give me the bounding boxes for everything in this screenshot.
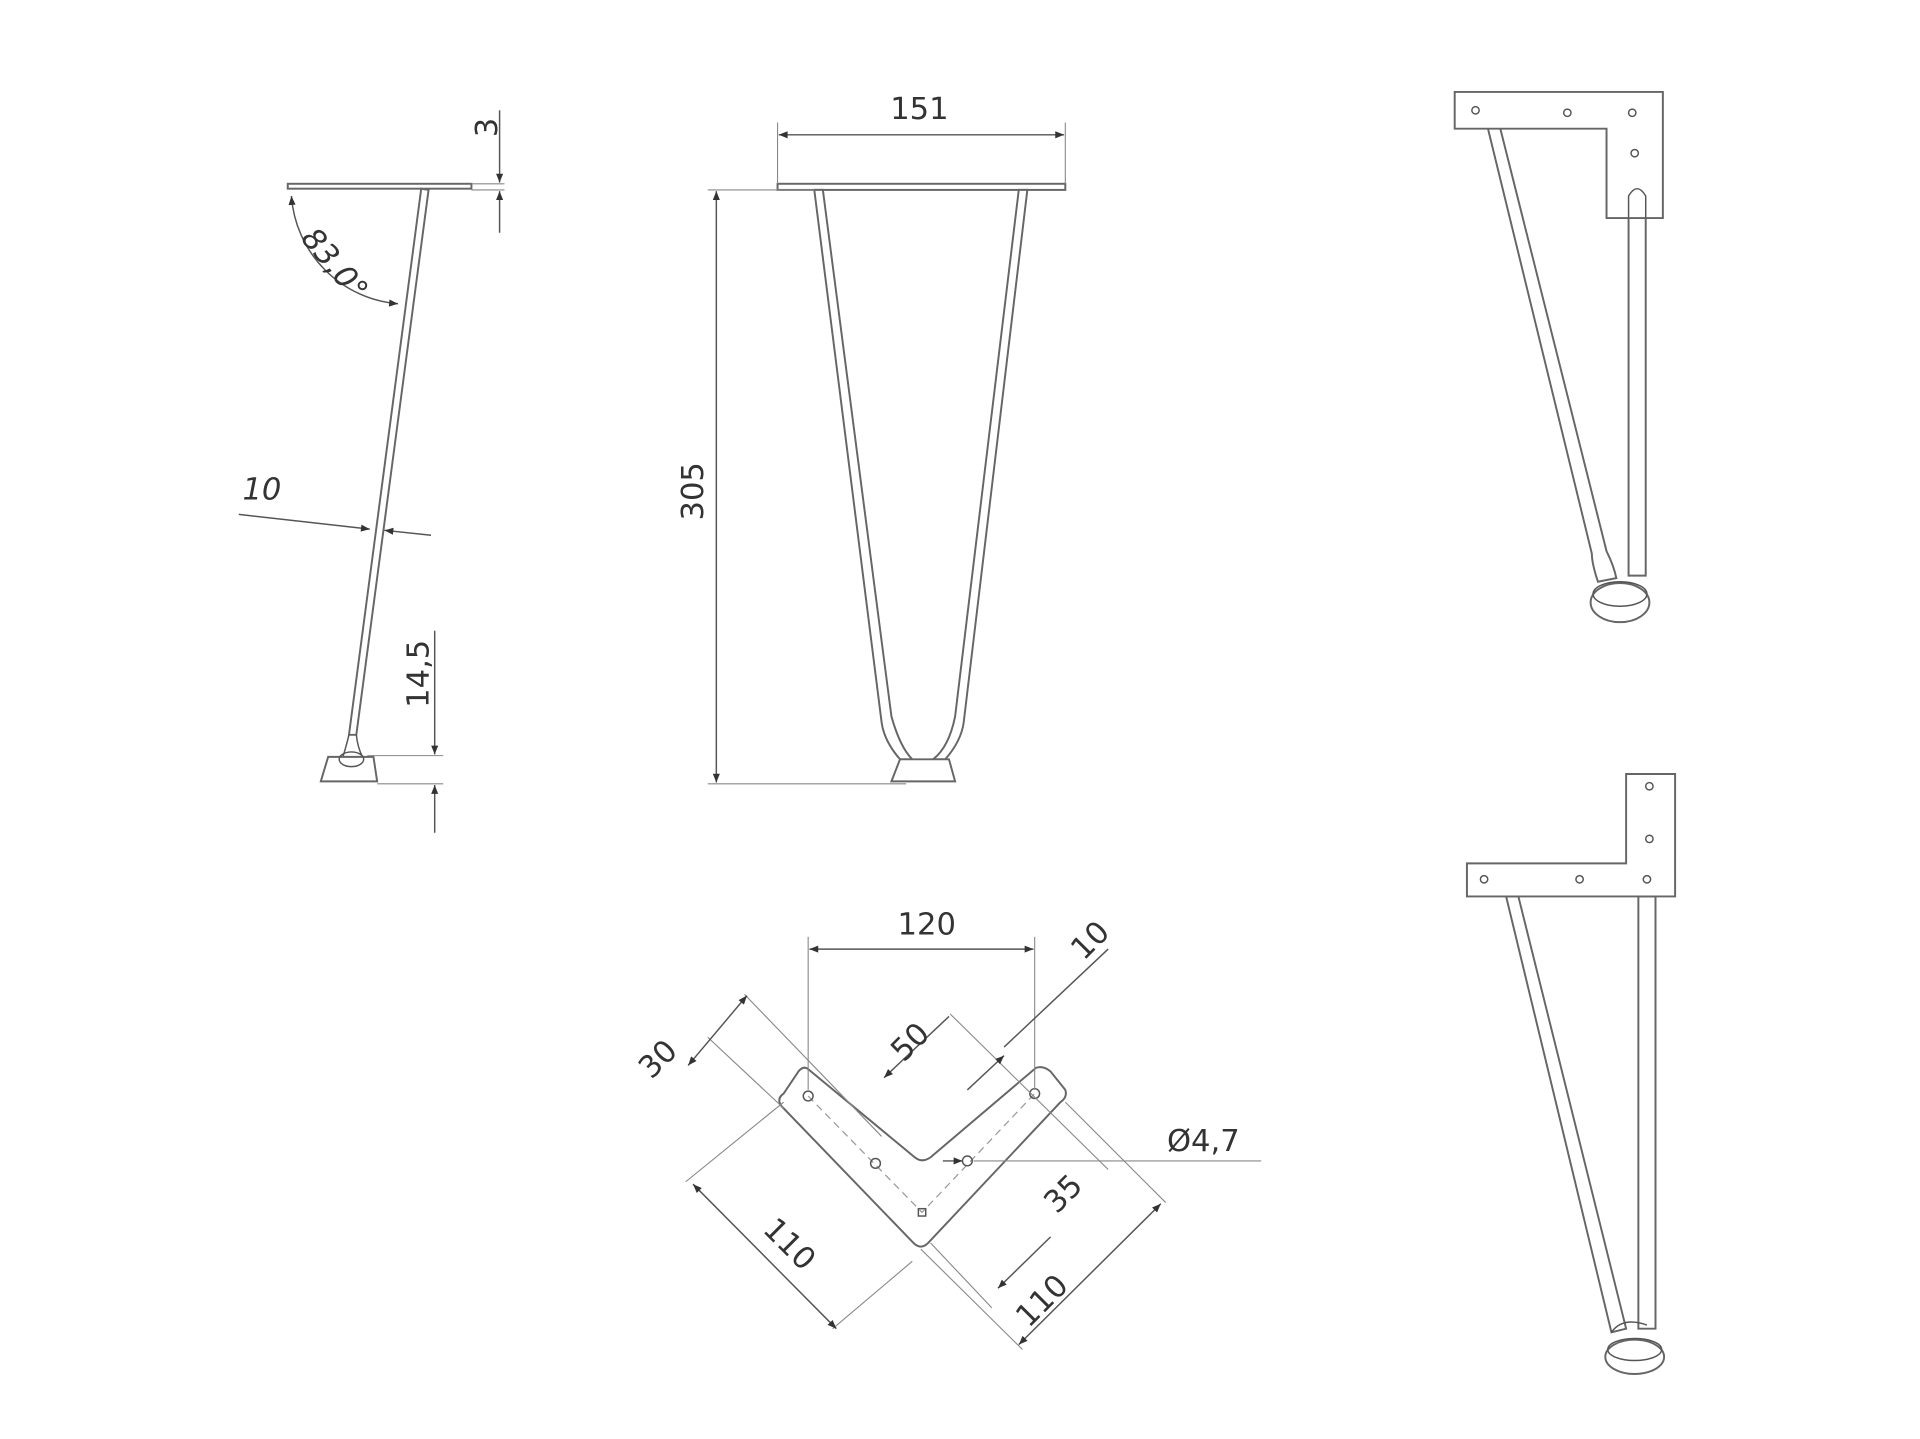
leg-slanted — [1482, 111, 1618, 583]
dim-inner-offset: 35 — [1038, 1168, 1090, 1220]
mounting-plate — [1453, 90, 1664, 220]
leg-vertical — [1637, 895, 1657, 1330]
foot — [1604, 1338, 1666, 1375]
hole — [917, 1207, 927, 1217]
dim-foot-height: 14,5 — [402, 640, 437, 708]
mounting-plate — [1465, 773, 1677, 898]
front-view: 151 305 — [676, 92, 1067, 785]
foot — [1589, 581, 1651, 624]
dim-arm-length-left: 110 — [756, 1212, 822, 1278]
top-plate — [776, 182, 1067, 191]
leg-vertical — [1627, 187, 1647, 577]
dim-plate-thickness: 3 — [470, 118, 505, 137]
plate-plan-view: 120 10 30 50 Ø4,7 35 110 110 — [632, 907, 1262, 1350]
dim-span: 120 — [898, 907, 956, 942]
top-plate — [286, 182, 473, 190]
dim-plate-width: 30 — [632, 1033, 684, 1085]
leg-left — [813, 188, 915, 761]
perspective-view-top — [1453, 90, 1664, 624]
perspective-view-bottom — [1465, 773, 1677, 1375]
leg-right — [930, 188, 1029, 761]
dim-plate-width: 151 — [890, 92, 948, 127]
hole — [802, 1090, 814, 1102]
dim-arm-length-right: 110 — [1009, 1268, 1075, 1334]
dim-rod-diameter: 10 — [242, 473, 281, 508]
hole — [869, 1157, 882, 1170]
dim-edge-offset: 10 — [1065, 915, 1117, 967]
dim-hole-spacing: 50 — [885, 1016, 937, 1068]
leg-slanted — [1504, 895, 1628, 1334]
dim-angle: 83,0° — [294, 222, 374, 308]
side-view: 3 83,0° 10 14,5 — [238, 110, 505, 833]
dim-height: 305 — [676, 462, 711, 520]
foot — [889, 758, 957, 783]
foot — [319, 755, 379, 783]
v-plate — [778, 1066, 1067, 1248]
dim-hole-diameter: Ø4,7 — [1167, 1124, 1240, 1159]
